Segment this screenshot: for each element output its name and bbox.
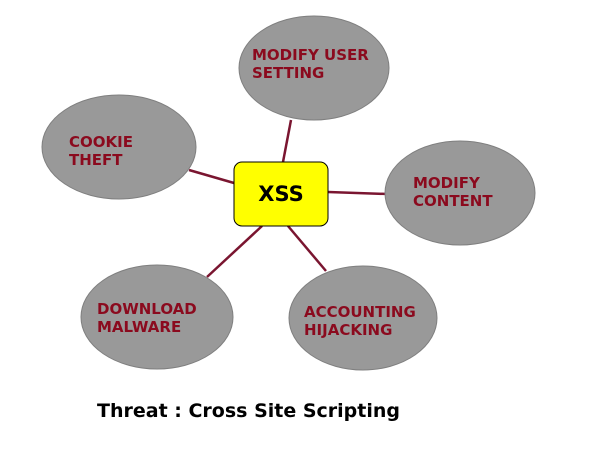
center-label: XSS	[258, 182, 304, 206]
node-label-line: DOWNLOAD	[97, 300, 197, 318]
svg-text:COOKIE THEFT: COOKIE THEFT	[69, 133, 138, 169]
node-modify-content: MODIFY CONTENT	[384, 140, 536, 246]
node-label-line: COOKIE	[69, 133, 133, 151]
node-modify-user-setting: MODIFY USER SETTING	[238, 15, 390, 121]
svg-text:DOWNLOAD MALWARE: DOWNLOAD MALWARE	[97, 300, 202, 336]
center-box	[233, 161, 329, 227]
node-ellipse	[41, 94, 197, 200]
connector-cookie-theft	[188, 168, 235, 185]
center-node-xss: XSS	[233, 161, 329, 227]
node-label-line: HIJACKING	[304, 321, 392, 339]
diagram-caption: Threat : Cross Site Scripting	[97, 400, 401, 422]
node-label-line: MALWARE	[97, 318, 181, 336]
node-label-line: MODIFY	[413, 174, 481, 192]
svg-text:MODIFY USER SETTING: MODIFY USER SETTING	[252, 46, 374, 82]
node-ellipse	[288, 265, 438, 371]
svg-text:MODIFY CONTENT: MODIFY CONTENT	[413, 174, 493, 210]
connector-modify-content	[327, 190, 388, 196]
connector-download-malware	[206, 225, 263, 278]
node-label-line: ACCOUNTING	[304, 303, 416, 321]
node-ellipse	[238, 15, 390, 121]
svg-text:ACCOUNTING HIJACKING: ACCOUNTING HIJACKING	[304, 303, 421, 339]
node-ellipse	[80, 264, 234, 370]
node-label-line: THEFT	[69, 151, 123, 169]
node-label-line: SETTING	[252, 64, 324, 82]
node-label-line: CONTENT	[413, 192, 493, 210]
node-ellipse	[384, 140, 536, 246]
node-download-malware: DOWNLOAD MALWARE	[80, 264, 234, 370]
node-cookie-theft: COOKIE THEFT	[41, 94, 197, 200]
connector-modify-user-setting	[281, 119, 293, 163]
connector-accounting-hijacking	[287, 225, 327, 272]
node-label-line: MODIFY USER	[252, 46, 369, 64]
node-accounting-hijacking: ACCOUNTING HIJACKING	[288, 265, 438, 371]
connectors	[188, 119, 388, 278]
